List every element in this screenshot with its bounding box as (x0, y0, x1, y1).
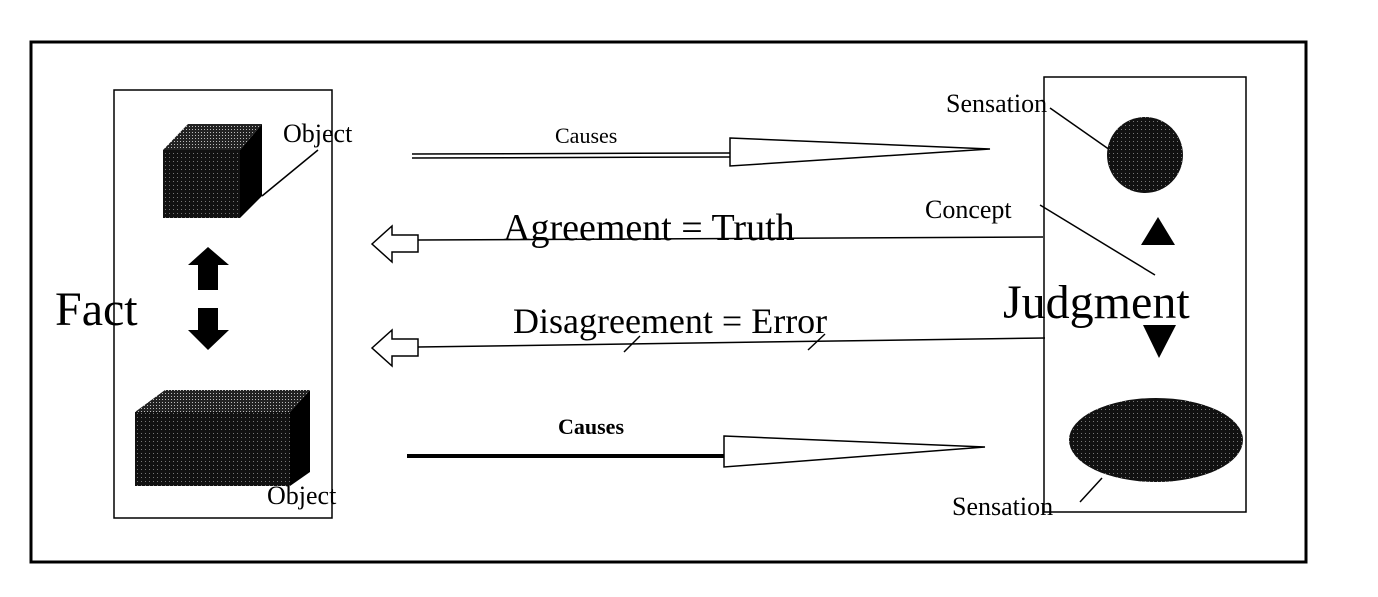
judgment-box (1043, 76, 1247, 513)
top-causes-label: Causes (555, 123, 617, 148)
fact-box (113, 89, 333, 519)
concept-label: Concept (925, 195, 1012, 224)
agreement-label: Agreement = Truth (503, 207, 795, 249)
top-causes-arrow (411, 137, 991, 167)
bottom-sensation-leader (1079, 477, 1103, 503)
down-triangle-icon (1143, 325, 1176, 358)
bottom-object-box (135, 390, 310, 486)
top-sensation-leader (1049, 107, 1111, 151)
fact-title: Fact (55, 283, 138, 336)
agreement-arrow (370, 224, 1044, 264)
bottom-causes-label: Causes (558, 414, 624, 439)
bottom-object-label: Object (267, 481, 337, 510)
disagreement-arrow (370, 328, 1046, 368)
up-triangle-icon (1141, 217, 1175, 245)
down-arrow-icon (188, 308, 229, 350)
top-sensation-label: Sensation (946, 89, 1047, 118)
up-arrow-icon (188, 247, 229, 290)
judgment-title: Judgment (1003, 276, 1190, 329)
top-object-cube (163, 124, 262, 218)
disagreement-label: Disagreement = Error (513, 301, 827, 341)
top-object-leader (261, 149, 319, 197)
concept-leader (1039, 204, 1156, 276)
sensation-ellipse (1069, 398, 1243, 482)
top-object-label: Object (283, 119, 353, 148)
sensation-circle (1107, 117, 1183, 193)
bottom-causes-arrow (407, 435, 986, 468)
bottom-sensation-label: Sensation (952, 492, 1053, 521)
outer-frame (29, 40, 1308, 564)
